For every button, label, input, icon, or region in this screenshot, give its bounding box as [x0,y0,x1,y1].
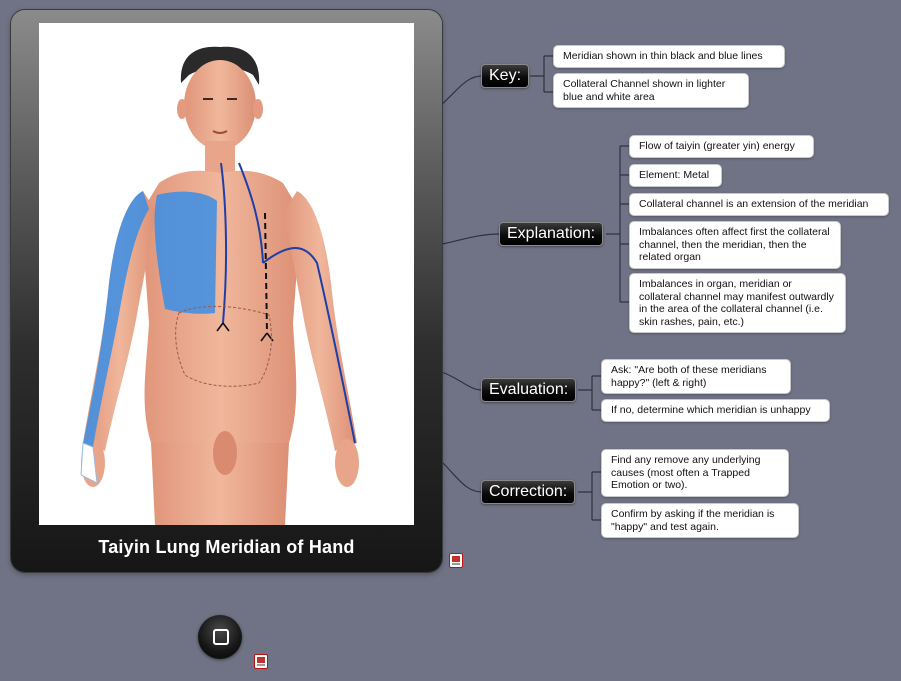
correction-note-1[interactable]: Find any remove any underlying causes (m… [601,449,789,497]
explanation-note-5[interactable]: Imbalances in organ, meridian or collate… [629,273,846,333]
home-button-icon [213,629,229,645]
topic-explanation[interactable]: Explanation: [499,222,604,246]
tablet-frame: Taiyin Lung Meridian of Hand [11,10,442,572]
evaluation-note-2[interactable]: If no, determine which meridian is unhap… [601,399,830,422]
topic-key[interactable]: Key: [481,64,530,88]
explanation-note-3[interactable]: Collateral channel is an extension of th… [629,193,889,216]
evaluation-note-1[interactable]: Ask: "Are both of these meridians happy?… [601,359,791,394]
correction-note-2[interactable]: Confirm by asking if the meridian is "ha… [601,503,799,538]
key-note-1[interactable]: Meridian shown in thin black and blue li… [553,45,785,68]
illustration-caption: Taiyin Lung Meridian of Hand [98,537,355,557]
attachment-icon[interactable] [449,553,463,568]
topic-correction[interactable]: Correction: [481,480,576,504]
key-note-2[interactable]: Collateral Channel shown in lighter blue… [553,73,749,108]
home-button[interactable] [198,615,242,659]
topic-evaluation[interactable]: Evaluation: [481,378,577,402]
explanation-note-1[interactable]: Flow of taiyin (greater yin) energy [629,135,814,158]
explanation-note-2[interactable]: Element: Metal [629,164,722,187]
attachment-icon[interactable] [254,654,268,669]
explanation-note-4[interactable]: Imbalances often affect first the collat… [629,221,841,269]
meridian-illustration [39,23,414,525]
